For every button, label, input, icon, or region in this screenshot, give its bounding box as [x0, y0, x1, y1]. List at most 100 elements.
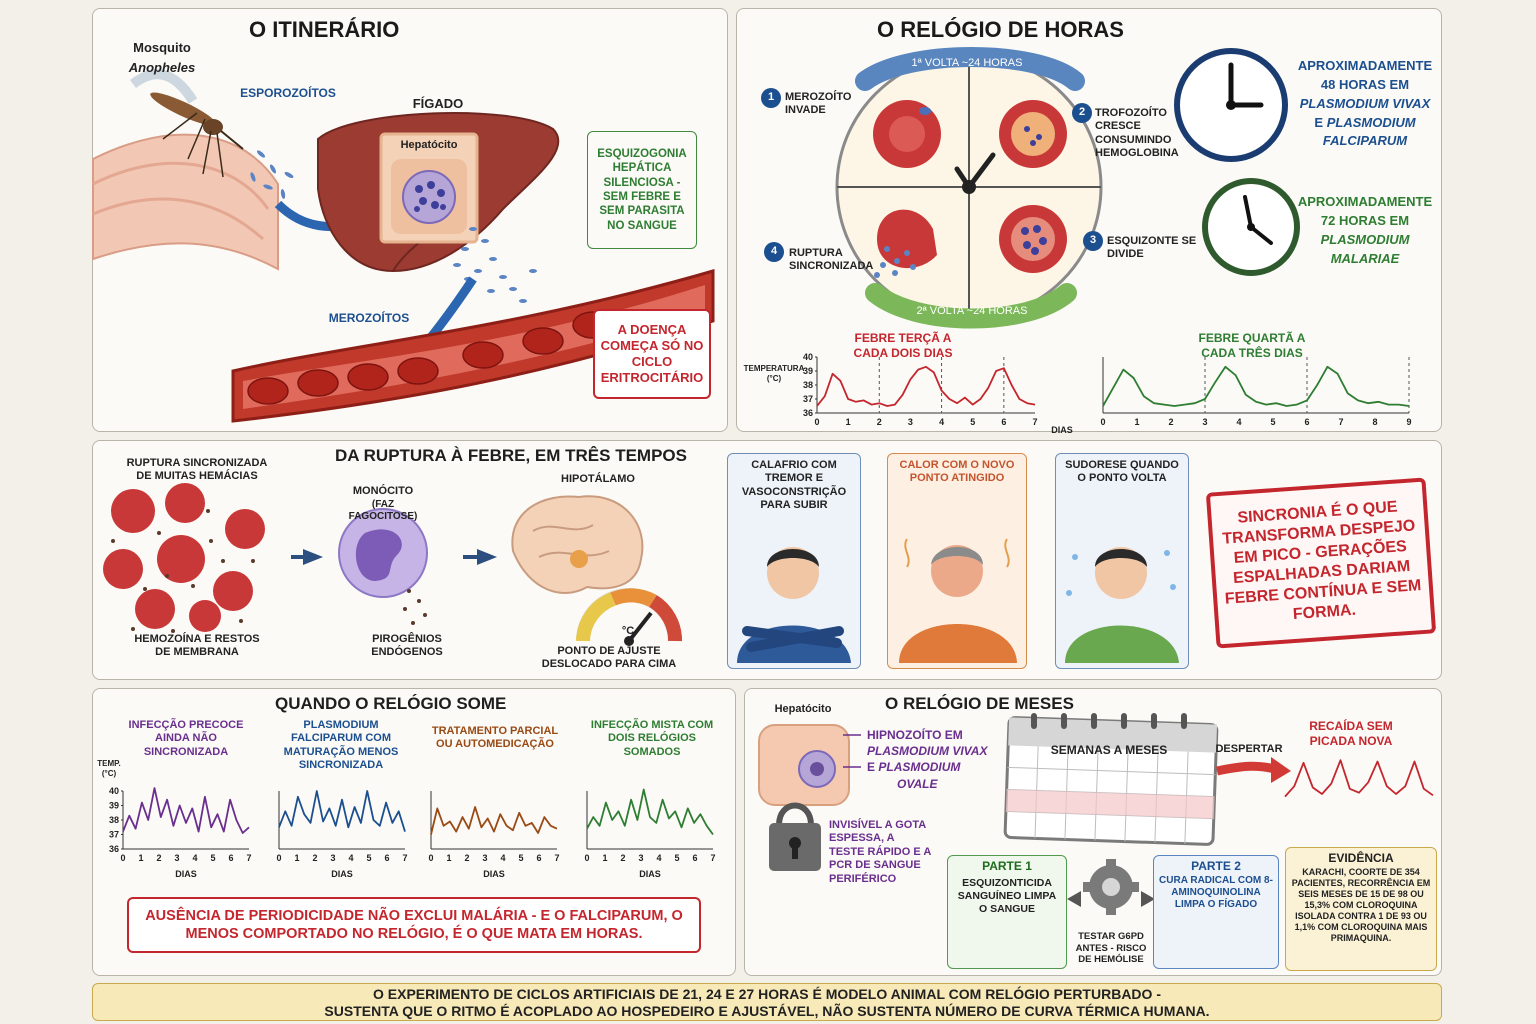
sweating-person-icon: [1065, 547, 1179, 663]
partial-x-tick: 7: [554, 853, 559, 863]
evidence-title: EVIDÊNCIA: [1328, 851, 1394, 865]
falciparum-x-tick: 4: [348, 853, 353, 863]
tertian-x-tick: 3: [908, 417, 913, 427]
part2-text: CURA RADICAL COM 8-AMINOQUINOLINA LIMPA …: [1159, 875, 1273, 911]
lap2-label: 2ª VOLTA ~24 HORAS: [916, 305, 1028, 317]
monocyte-label: MONÓCITO: [352, 485, 414, 497]
early-y-tick: 38: [109, 815, 119, 825]
vanish-panel-2-title: PLASMODIUM FALCIPARUM COM MATURAÇÃO MENO…: [283, 719, 399, 772]
early-x-tick: 6: [228, 853, 233, 863]
wake-label: DESPERTAR: [1215, 743, 1283, 755]
step-number-2: 2: [1078, 106, 1086, 118]
mixed-x-tick: 0: [584, 853, 589, 863]
quartan-x-tick: 7: [1338, 417, 1343, 427]
early-y-tick: 39: [109, 801, 119, 811]
rbc-rupture-icon: [874, 209, 937, 278]
part1-card: [947, 855, 1067, 969]
tertian-x-tick: 2: [877, 417, 882, 427]
early-x-tick: 2: [156, 853, 161, 863]
partial-x-tick: 4: [500, 853, 505, 863]
rupture-title: DA RUPTURA À FEBRE, EM TRÊS TEMPOS: [335, 446, 687, 465]
clock-48h-icon: [1174, 48, 1288, 162]
itinerary-title: O ITINERÁRIO: [249, 17, 400, 42]
gear-icon: [1083, 859, 1139, 915]
vanish-panel: QUANDO O RELÓGIO SOME INFECÇÃO PRECOCE A…: [92, 688, 736, 976]
partial-x-tick: 5: [518, 853, 523, 863]
shivering-person-icon: [737, 547, 851, 663]
part2-card: [1153, 855, 1279, 969]
calendar-label: SEMANAS A MESES: [1050, 743, 1168, 757]
invisible-text: INVISÍVEL A GOTA ESPESSA, A TESTE RÁPIDO…: [829, 819, 931, 885]
relapse-chart: [1284, 759, 1434, 798]
partial-series-line: [430, 806, 558, 835]
monocyte-sub-label: (FAZ FAGOCITOSE): [348, 499, 418, 523]
footer-line-1: O EXPERIMENTO DE CICLOS ARTIFICIAIS DE 2…: [373, 986, 1161, 1002]
vanish-days-2: DIAS: [331, 869, 353, 879]
mixed-x-tick: 5: [674, 853, 679, 863]
early-x-tick: 1: [138, 853, 143, 863]
parasite-cycle-clock: [761, 47, 1300, 329]
falciparum-x-tick: 5: [366, 853, 371, 863]
rbc-invaded-icon: [873, 100, 941, 168]
tertian-y-tick: 39: [803, 366, 813, 376]
part2-title: PARTE 2: [1191, 859, 1241, 873]
partial-x-tick: 0: [428, 853, 433, 863]
part1-text: ESQUIZONTICIDA SANGUÍNEO LIMPA O SANGUE: [957, 877, 1057, 915]
tertian-y-tick: 40: [803, 352, 813, 362]
falciparum-x-tick: 2: [312, 853, 317, 863]
tertian-x-tick: 1: [846, 417, 851, 427]
falciparum-series-line: [278, 790, 406, 832]
quartan-x-tick: 2: [1168, 417, 1173, 427]
vanish-panel-3-title: TRATAMENTO PARCIAL OU AUTOMEDICAÇÃO: [431, 725, 559, 751]
quartan-label: FEBRE QUARTÃ A CADA TRÊS DIAS: [1198, 331, 1306, 360]
brain-icon: [511, 495, 644, 594]
mixed-x-tick: 1: [602, 853, 607, 863]
mosquito-icon: [130, 69, 244, 178]
early-x-tick: 3: [174, 853, 179, 863]
feverish-person-icon: [899, 538, 1017, 663]
mixed-x-tick: 2: [620, 853, 625, 863]
calendar-icon: [1003, 713, 1219, 846]
tertian-x-tick: 7: [1032, 417, 1037, 427]
early-x-tick: 5: [210, 853, 215, 863]
early-x-tick: 0: [120, 853, 125, 863]
mixed-x-tick: 3: [638, 853, 643, 863]
lap1-label: 1ª VOLTA ~24 HORAS: [911, 57, 1023, 69]
tertian-x-tick: 6: [1001, 417, 1006, 427]
tertian-x-tick: 0: [814, 417, 819, 427]
early-x-tick: 7: [246, 853, 251, 863]
vanish-days-4: DIAS: [639, 869, 661, 879]
tertian-y-tick: 37: [803, 394, 813, 404]
synchrony-stamp: SINCRONIA É O QUE TRANSFORMA DESPEJO EM …: [1205, 477, 1437, 649]
quartan-x-tick: 3: [1202, 417, 1207, 427]
warning-box: AUSÊNCIA DE PERIODICIDADE NÃO EXCLUI MAL…: [127, 897, 701, 953]
quartan-x-tick: 1: [1134, 417, 1139, 427]
evidence-card: [1285, 847, 1437, 971]
partial-x-tick: 3: [482, 853, 487, 863]
early-series-line: [122, 787, 250, 834]
evidence-text: KARACHI, COORTE DE 354 PACIENTES, RECORR…: [1291, 867, 1431, 943]
falciparum-x-tick: 1: [294, 853, 299, 863]
mixed-x-tick: 4: [656, 853, 661, 863]
part1-title: PARTE 1: [982, 859, 1032, 873]
months-hepatocyte-label: Hepatócito: [774, 703, 832, 715]
step-text-1: MEROZOÍTO INVADE: [785, 91, 852, 117]
hour-clock-panel: O RELÓGIO DE HORAS 1ª VOLTA ~24 HORAS 2ª…: [736, 8, 1442, 435]
schizogony-box: ESQUIZOGONIA HEPÁTICA SILENCIOSA - SEM F…: [587, 131, 697, 249]
relapse-label: RECAÍDA SEM PICADA NOVA: [1309, 719, 1393, 748]
footer-banner: [92, 983, 1442, 1021]
tertian-y-tick: 36: [803, 408, 813, 418]
quartan-x-tick: 9: [1406, 417, 1411, 427]
step-number-4: 4: [770, 245, 778, 257]
vanish-title: QUANDO O RELÓGIO SOME: [275, 694, 507, 713]
tertian-x-tick: 5: [970, 417, 975, 427]
falciparum-x-tick: 0: [276, 853, 281, 863]
relapse-series-line: [1284, 759, 1434, 798]
vanish-temp-axis: TEMP. (°C): [97, 759, 121, 778]
mixed-x-tick: 6: [692, 853, 697, 863]
rupture-label: RUPTURA SINCRONIZADA DE MUITAS HEMÁCIAS: [126, 457, 268, 483]
hypothalamus-label: HIPOTÁLAMO: [561, 473, 635, 485]
